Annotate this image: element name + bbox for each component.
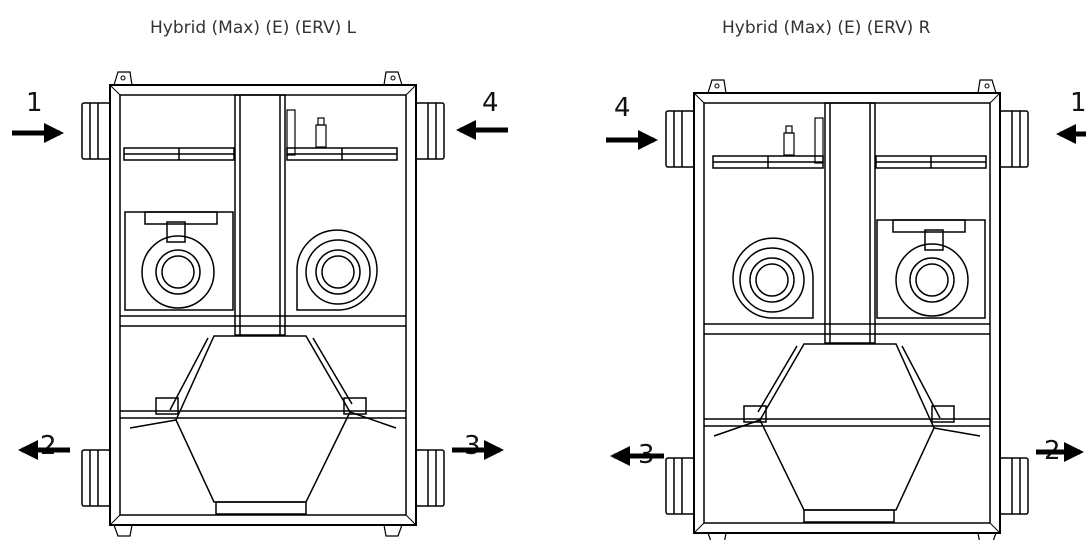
left-port-number-top-right: 4 (482, 88, 499, 118)
unit-left-drawing (81, 71, 445, 537)
unit-right-drawing (665, 79, 1029, 540)
right-port-number-top-left: 4 (614, 93, 631, 123)
left-port-number-top-left: 1 (26, 88, 43, 118)
unit-right-title: Hybrid (Max) (E) (ERV) R (722, 18, 931, 38)
right-port-number-top-right: 1 (1070, 88, 1086, 118)
unit-left-title: Hybrid (Max) (E) (ERV) L (150, 18, 357, 38)
